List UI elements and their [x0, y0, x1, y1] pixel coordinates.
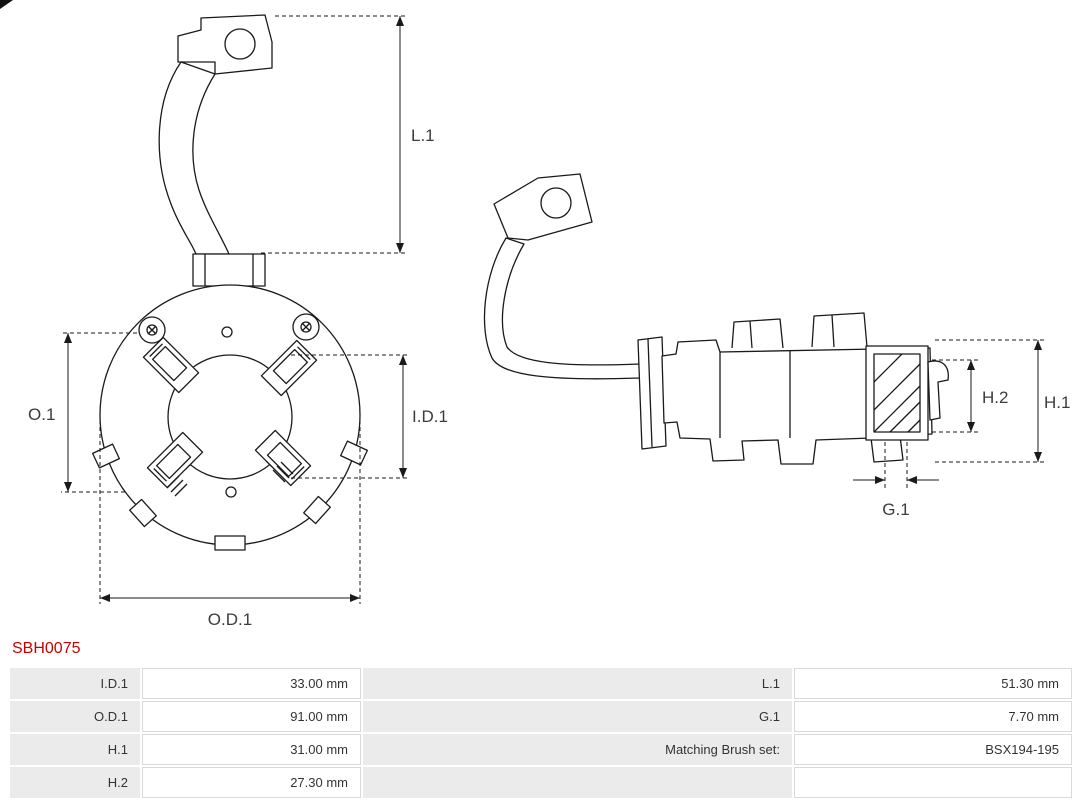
end-clip — [927, 360, 949, 421]
pin-hole-bottom — [225, 486, 237, 498]
spec-value-cell: 91.00 mm — [142, 701, 361, 732]
spec-label-cell: H.2 — [10, 767, 140, 798]
brush-box-top-right — [260, 339, 318, 397]
spec-label-cell: I.D.1 — [10, 668, 140, 699]
dim-label-g1: G.1 — [882, 500, 909, 519]
dim-label-od1: O.D.1 — [208, 610, 252, 629]
lead-wire — [158, 61, 230, 255]
terminal-hole-side — [540, 187, 572, 219]
base-block — [192, 253, 266, 287]
part-code: SBH0075 — [12, 640, 81, 657]
dim-label-o1: O.1 — [28, 405, 55, 424]
brush-box-bottom-right — [254, 429, 312, 487]
brush-box-bottom-left — [146, 431, 204, 489]
spec-label-cell: G.1 — [363, 701, 792, 732]
brush-box-top-left — [142, 336, 200, 394]
front-view-diagram: L.1 O.1 I.D.1 O.D.1 — [28, 14, 448, 629]
spec-label-cell: L.1 — [363, 668, 792, 699]
lead-wire-side — [483, 237, 641, 380]
spec-label-cell — [363, 767, 792, 798]
spec-value-cell: 27.30 mm — [142, 767, 361, 798]
dim-label-h2: H.2 — [982, 388, 1008, 407]
pin-hole-top — [221, 326, 233, 338]
spec-value-cell — [794, 767, 1072, 798]
spec-value-cell: BSX194-195 — [794, 734, 1072, 765]
hatch-detail-right — [272, 461, 294, 483]
side-view-diagram: H.2 H.1 G.1 — [483, 173, 1070, 519]
spec-label-cell: Matching Brush set: — [363, 734, 792, 765]
mount-plate — [637, 336, 667, 450]
housing-body — [661, 339, 933, 465]
dim-label-id1: I.D.1 — [412, 407, 448, 426]
dim-label-h1: H.1 — [1044, 393, 1070, 412]
spec-value-cell: 33.00 mm — [142, 668, 361, 699]
terminal-hole — [224, 28, 256, 60]
dim-label-l1: L.1 — [411, 126, 435, 145]
spec-label-cell: O.D.1 — [10, 701, 140, 732]
hatch-detail-left — [166, 475, 188, 497]
spec-label-cell: H.1 — [10, 734, 140, 765]
spec-table: I.D.1 33.00 mm L.1 51.30 mm O.D.1 91.00 … — [10, 668, 1072, 798]
corner-artifact — [0, 0, 13, 9]
spec-value-cell: 51.30 mm — [794, 668, 1072, 699]
spec-value-cell: 7.70 mm — [794, 701, 1072, 732]
spec-value-cell: 31.00 mm — [142, 734, 361, 765]
